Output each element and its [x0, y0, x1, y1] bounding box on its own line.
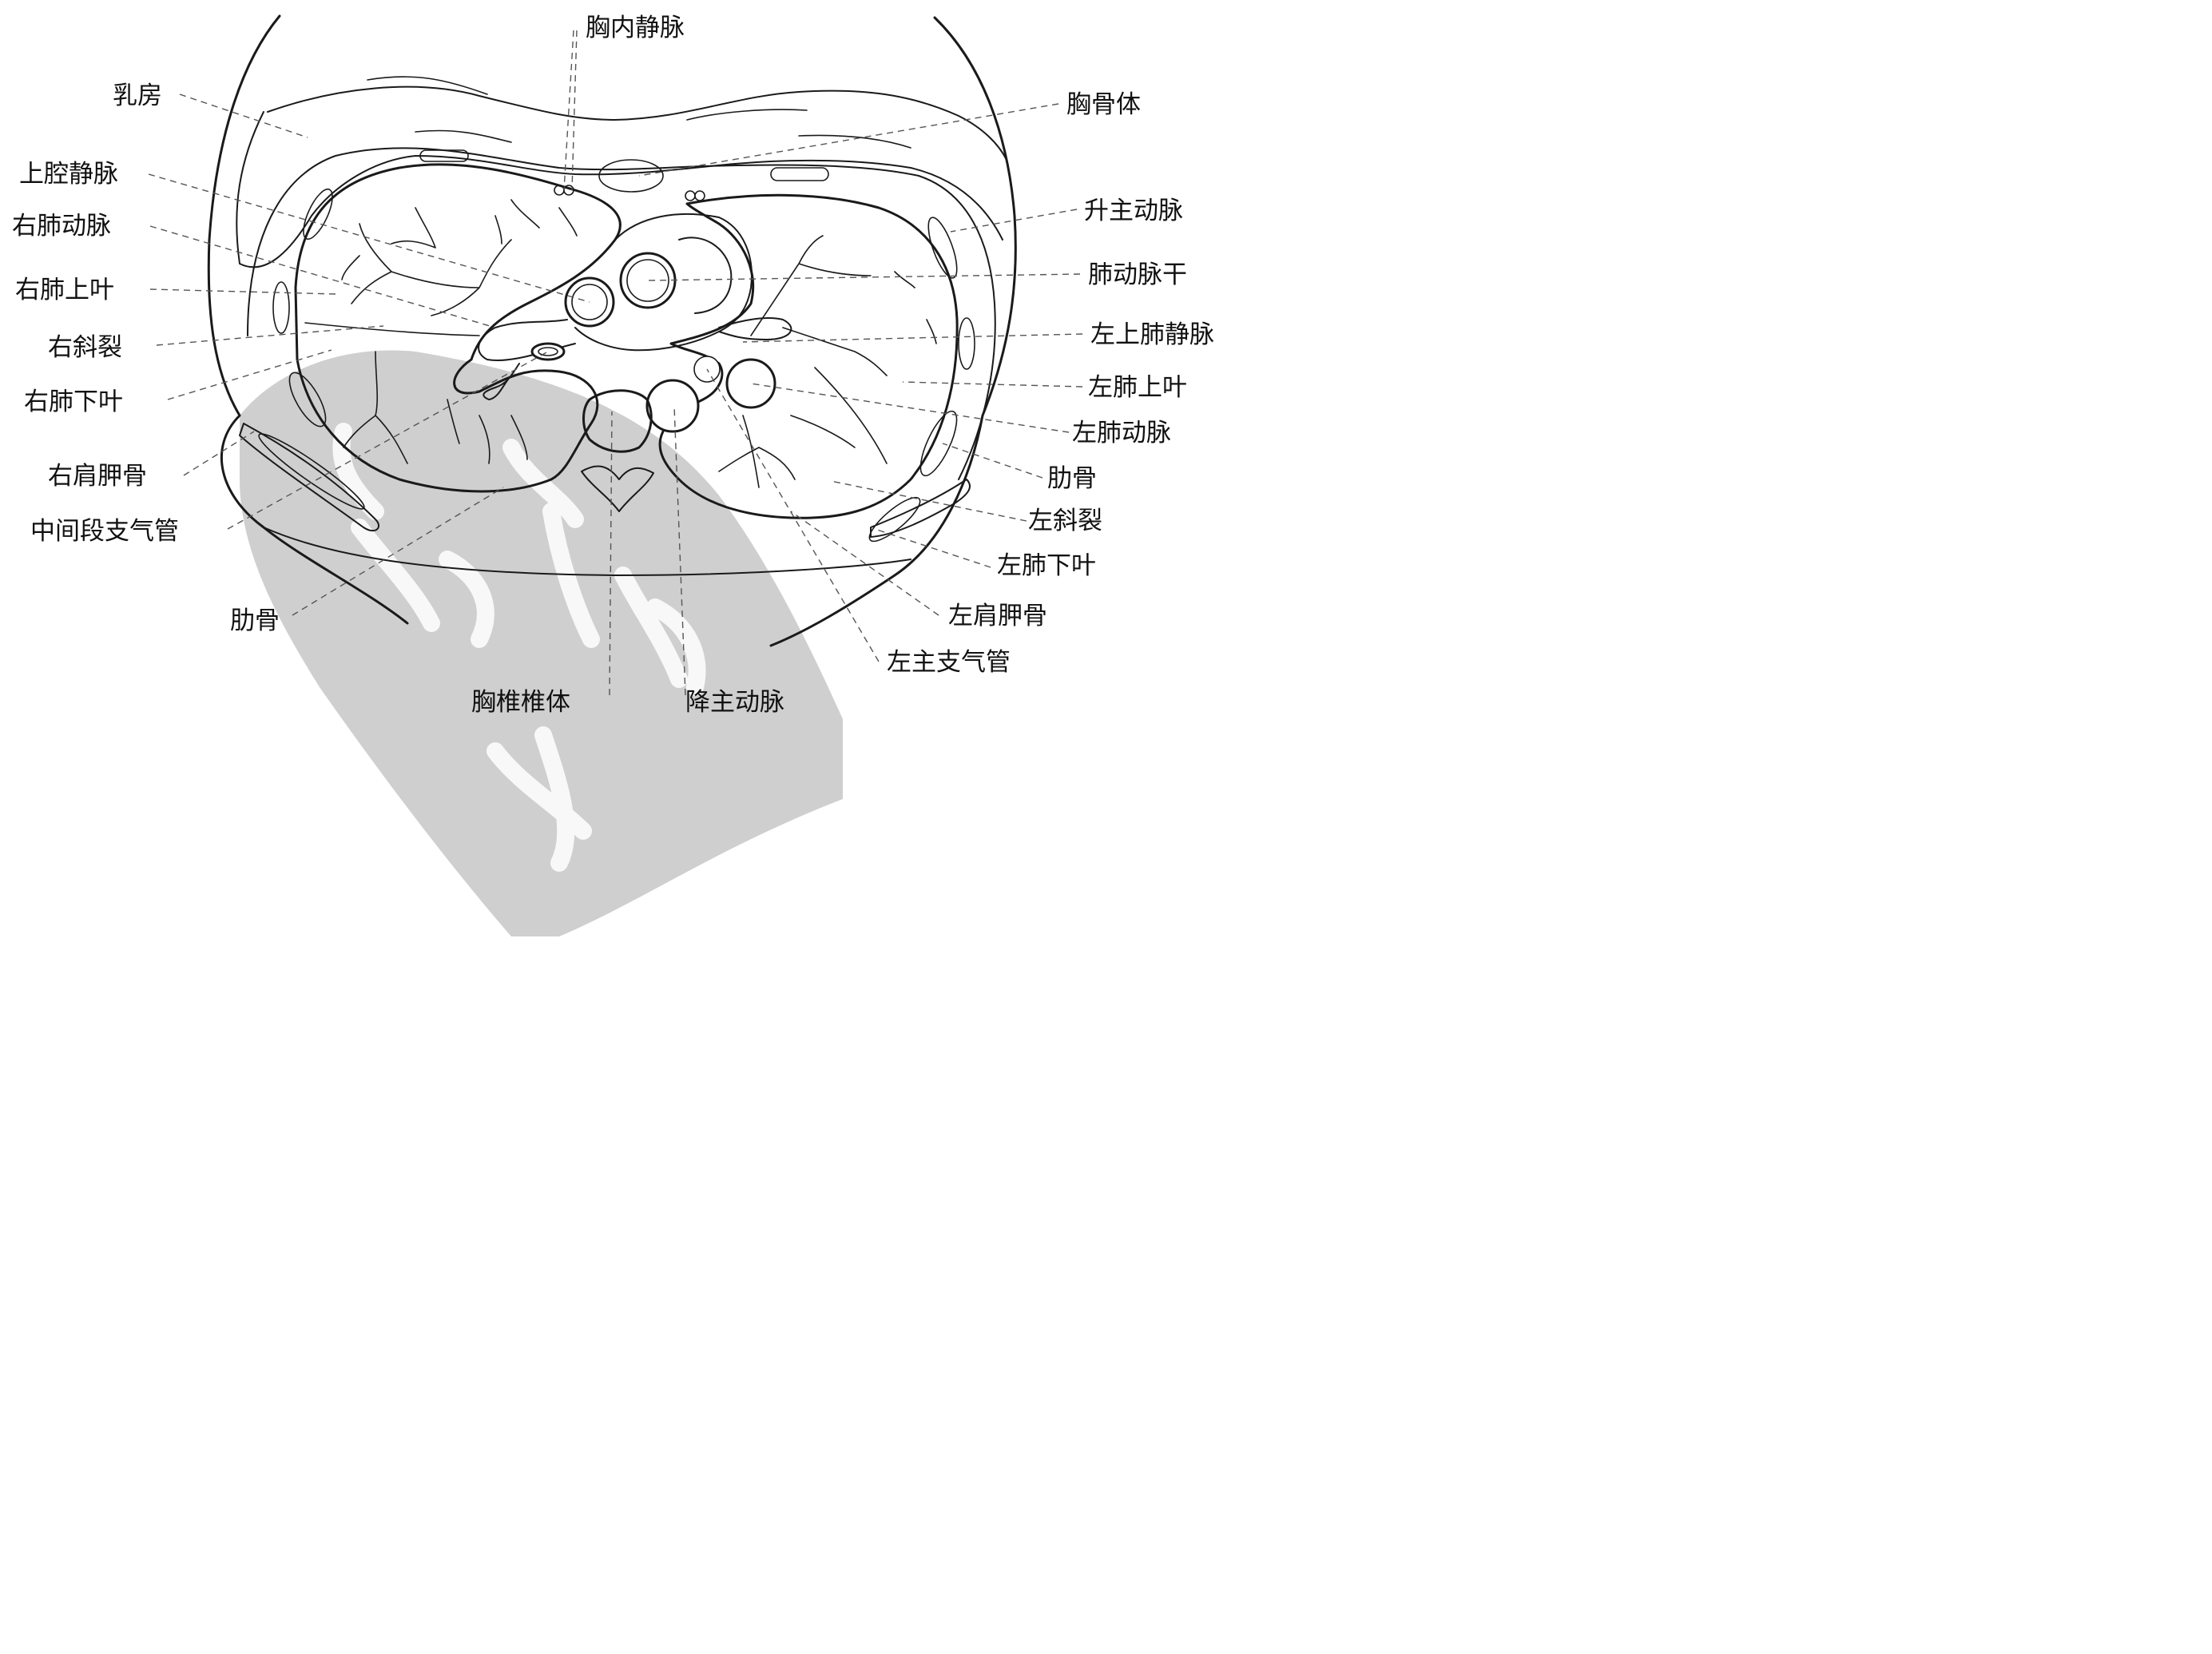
- rib-front-l: [770, 167, 829, 181]
- leader-right-upper-lobe: [149, 288, 336, 295]
- int-thoracic-l1: [685, 190, 696, 201]
- leader-left-scapula: [790, 511, 939, 616]
- pec-layer: [367, 76, 911, 149]
- leader-sternum-body: [638, 103, 1059, 177]
- label-left-upper-lobe: 左肺上叶: [1088, 373, 1187, 402]
- sternum: [598, 159, 664, 193]
- label-rib-left: 肋骨: [1047, 464, 1097, 493]
- svc-inner: [571, 284, 608, 320]
- breast-outline: [236, 111, 1003, 268]
- left-lung-vessels: [718, 235, 937, 488]
- leader-rib-right: [292, 487, 504, 616]
- leader-superior-vena-cava: [148, 173, 590, 303]
- rib-front-r: [419, 149, 469, 162]
- label-right-scapula: 右肩胛骨: [48, 462, 147, 491]
- label-pulmonary-trunk: 肺动脉干: [1088, 260, 1187, 289]
- left-lung: [658, 193, 959, 519]
- pulmonary-trunk-shape: [678, 237, 733, 314]
- descending-aorta-shape: [645, 379, 700, 433]
- rib-l1: [927, 217, 958, 279]
- right-hilar-vessel: [483, 363, 520, 400]
- leader-rib-left: [942, 443, 1043, 479]
- label-right-pulmonary-artery: 右肺动脉: [12, 212, 111, 241]
- leader-right-scapula: [183, 431, 255, 476]
- leader-right-lower-lobe: [167, 349, 332, 400]
- leader-left-upper-lobe: [902, 381, 1083, 388]
- label-descending-aorta: 降主动脉: [685, 688, 784, 717]
- ascending-aorta-inner: [626, 259, 669, 302]
- label-left-main-bronchus: 左主支气管: [887, 648, 1011, 677]
- right-lung-vessels: [341, 207, 528, 464]
- watermark-band: [240, 350, 843, 936]
- leader-left-pulmonary-artery: [750, 383, 1070, 433]
- leader-left-lower-lobe: [874, 528, 991, 568]
- rib-l3: [919, 410, 958, 477]
- label-left-lower-lobe: 左肺下叶: [997, 551, 1096, 580]
- anatomy-art: [207, 14, 1017, 647]
- label-superior-vena-cava: 上腔静脉: [19, 160, 118, 189]
- right-lung: [294, 163, 622, 493]
- rib-r2: [272, 281, 290, 334]
- mediastinum: [574, 213, 753, 352]
- rib-r3: [288, 372, 327, 427]
- body-outline-right: [769, 16, 1017, 647]
- label-left-scapula: 左肩胛骨: [948, 602, 1047, 630]
- label-breast: 乳房: [113, 82, 162, 110]
- label-left-sup-pulm-vein: 左上肺静脉: [1090, 320, 1214, 349]
- rib-l4: [868, 496, 921, 543]
- rib-l2: [958, 317, 975, 370]
- vertebral-arch: [581, 465, 654, 512]
- skin-front: [267, 85, 1007, 161]
- left-scapula-shape: [870, 479, 971, 538]
- label-right-lower-lobe: 右肺下叶: [24, 388, 123, 416]
- leader-left-sup-pulm-vein: [742, 333, 1083, 343]
- label-left-oblique-fissure: 左斜裂: [1028, 507, 1102, 535]
- rib-r1: [303, 188, 333, 241]
- leader-lines: [148, 30, 1083, 696]
- leader-left-main-bronchus: [706, 368, 880, 662]
- label-internal-thoracic-vein: 胸内静脉: [586, 14, 685, 42]
- leader-vertebral-body: [609, 411, 613, 696]
- vertebral-body: [582, 389, 653, 453]
- leader-ascending-aorta: [950, 209, 1078, 233]
- label-rib-right: 肋骨: [230, 606, 280, 635]
- label-intermediate-bronchus: 中间段支气管: [30, 517, 179, 546]
- label-thoracic-vertebral-body: 胸椎椎体: [471, 688, 570, 717]
- anatomy-diagram: [148, 14, 1083, 936]
- int-thoracic-l2: [694, 190, 705, 201]
- ascending-aorta-shape: [619, 252, 677, 309]
- right-oblique-fissure-line: [304, 322, 480, 336]
- leader-right-oblique-fissure: [156, 325, 384, 346]
- label-right-oblique-fissure: 右斜裂: [48, 333, 122, 362]
- body-outline-bottom: [263, 527, 911, 576]
- leader-intermediate-bronchus: [227, 351, 549, 530]
- leader-right-pulmonary-artery: [149, 225, 496, 328]
- left-oblique-fissure-line: [814, 367, 888, 464]
- intermediate-bronchus-shape: [530, 342, 566, 361]
- intermediate-bronchus-inner: [538, 347, 558, 356]
- right-upper-vessels: [494, 199, 578, 245]
- body-outline: [207, 14, 409, 625]
- label-ascending-aorta: 升主动脉: [1084, 197, 1183, 225]
- leader-breast: [179, 93, 308, 138]
- watermark-script: [332, 423, 706, 872]
- leader-internal-thoracic-vein-2: [571, 30, 578, 191]
- label-right-upper-lobe: 右肺上叶: [15, 276, 114, 304]
- label-sternum-body: 胸骨体: [1066, 90, 1141, 119]
- right-scapula-shape: [239, 423, 379, 532]
- leader-internal-thoracic-vein: [563, 30, 574, 191]
- chest-wall-inner: [247, 147, 996, 480]
- label-left-pulmonary-artery: 左肺动脉: [1072, 419, 1171, 447]
- left-pulm-artery-shape: [725, 358, 776, 409]
- leader-pulmonary-trunk: [647, 273, 1081, 281]
- leader-descending-aorta: [673, 405, 686, 696]
